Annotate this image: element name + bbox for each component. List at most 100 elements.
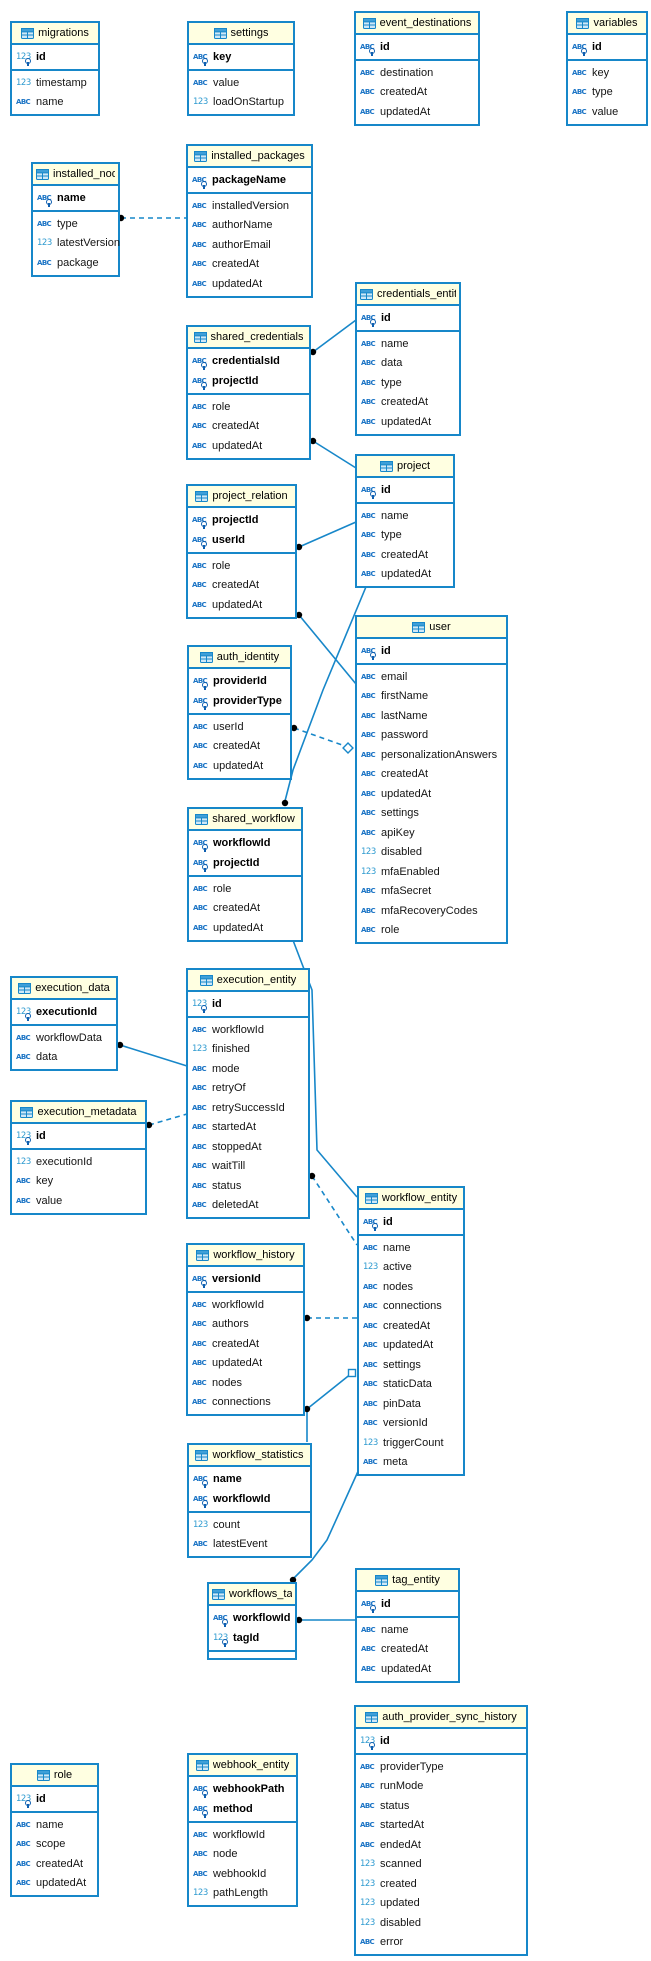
- relation-shared_workflow-project[interactable]: [284, 581, 369, 802]
- relation-shared_credentials-project[interactable]: [312, 440, 357, 469]
- table-header[interactable]: tag_entity: [357, 1570, 458, 1592]
- relation-workflow_statistics-workflow_entity[interactable]: [306, 1372, 353, 1442]
- table-header[interactable]: shared_workflow: [189, 809, 301, 831]
- relation-shared_workflow-workflow_entity[interactable]: [290, 934, 358, 1198]
- table-header[interactable]: auth_provider_sync_history: [356, 1707, 526, 1729]
- table-header[interactable]: credentials_entity: [357, 284, 459, 306]
- relation-auth_identity-user[interactable]: [293, 727, 346, 747]
- table-header[interactable]: event_destinations: [356, 13, 478, 35]
- table-installed_nodes[interactable]: installed_nodesABCnameABCtype123latestVe…: [31, 162, 120, 277]
- table-header[interactable]: auth_identity: [189, 647, 290, 669]
- table-header[interactable]: workflow_entity: [359, 1188, 463, 1210]
- table-header[interactable]: execution_data: [12, 978, 116, 1000]
- relation-project_relation-project[interactable]: [298, 521, 357, 548]
- table-header[interactable]: user: [357, 617, 506, 639]
- table-header[interactable]: workflow_history: [188, 1245, 303, 1267]
